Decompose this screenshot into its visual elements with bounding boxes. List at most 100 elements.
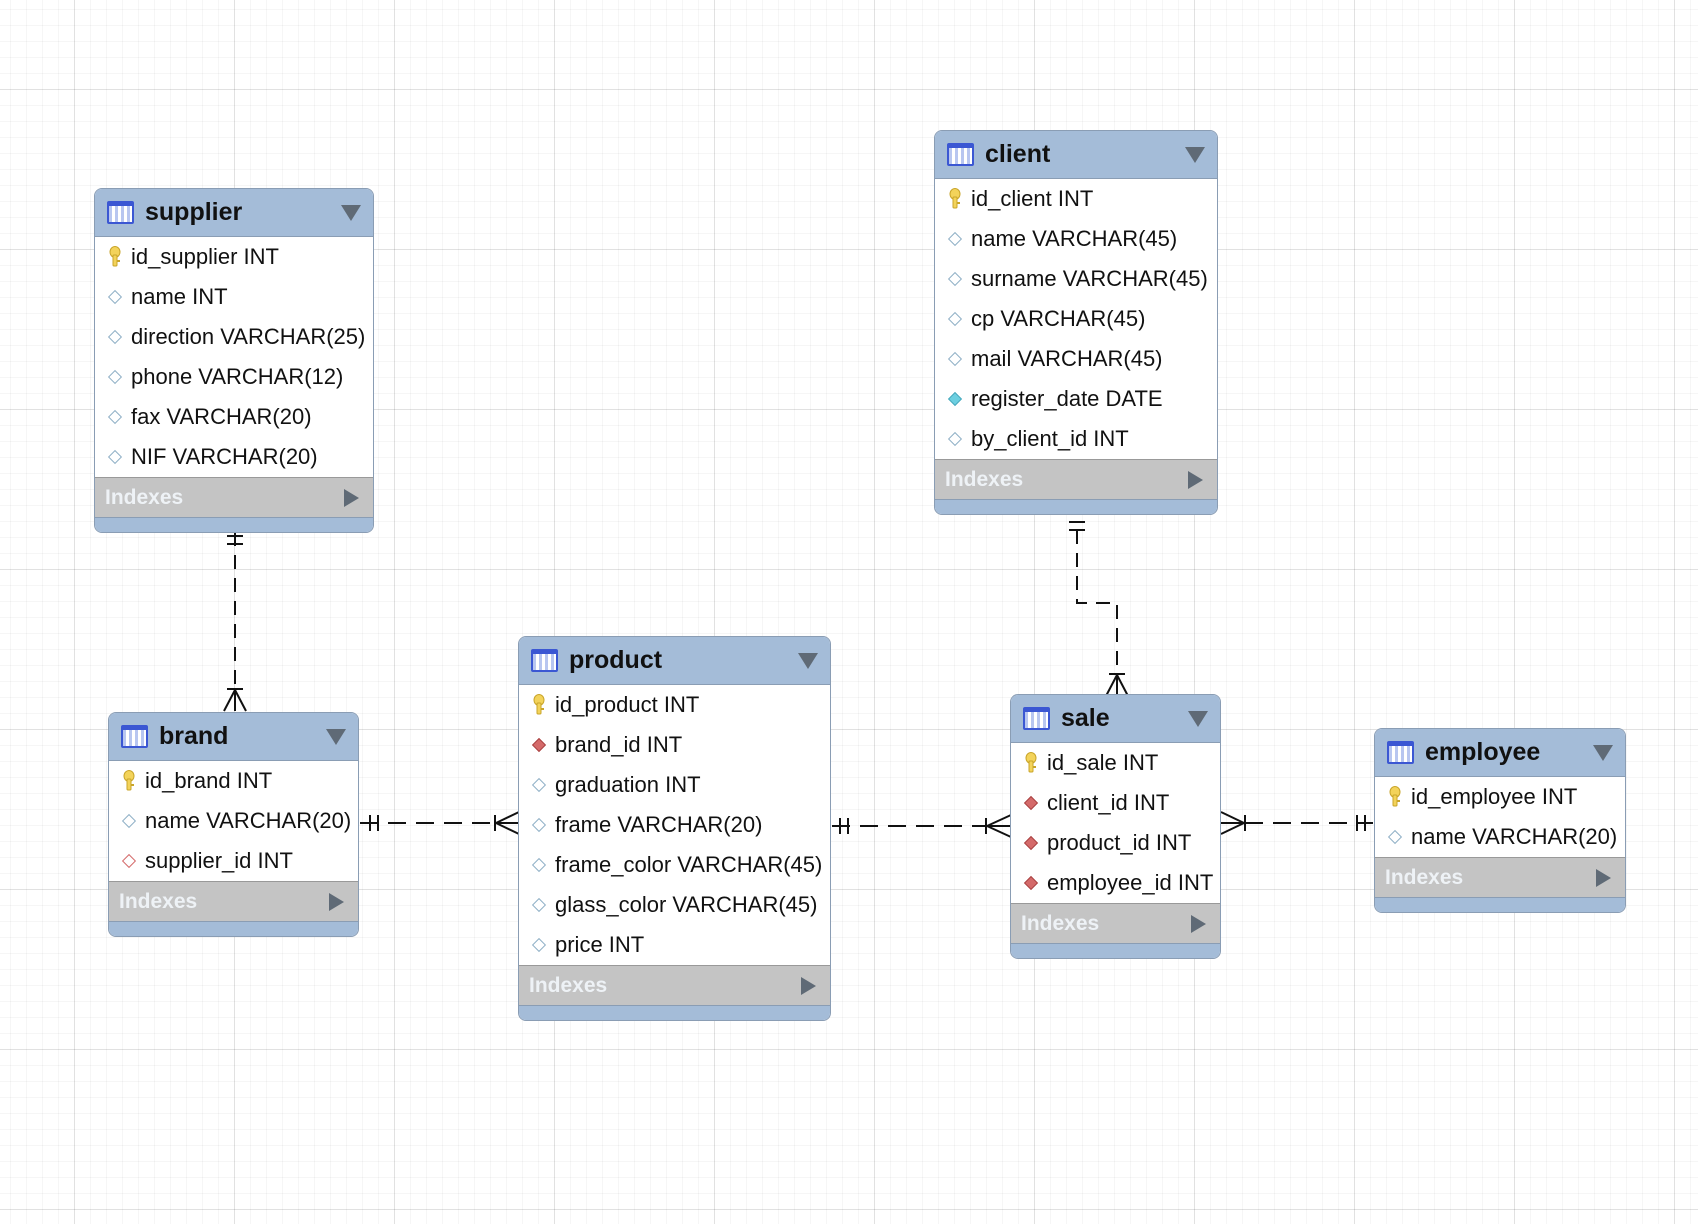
indexes-row[interactable]: Indexes — [109, 881, 358, 921]
table-header[interactable]: employee — [1375, 729, 1625, 777]
collapse-arrow-icon[interactable] — [798, 652, 818, 669]
expand-arrow-icon[interactable] — [1188, 470, 1203, 489]
field-row[interactable]: fax VARCHAR(20) — [95, 397, 373, 437]
indexes-label: Indexes — [1021, 911, 1100, 935]
field-row[interactable]: id_employee INT — [1375, 777, 1625, 817]
table-employee[interactable]: employee id_employee INT name VARCHAR(20)… — [1374, 728, 1626, 913]
indexes-label: Indexes — [529, 973, 608, 997]
relationship-product-sale[interactable] — [832, 814, 1012, 838]
collapse-arrow-icon[interactable] — [1185, 146, 1205, 163]
relationship-supplier-brand[interactable] — [223, 532, 247, 712]
field-row[interactable]: by_client_id INT — [935, 419, 1217, 459]
field-row[interactable]: id_brand INT — [109, 761, 358, 801]
field-row[interactable]: cp VARCHAR(45) — [935, 299, 1217, 339]
expand-arrow-icon[interactable] — [329, 892, 344, 911]
field-label: employee_id INT — [1047, 870, 1214, 895]
field-row[interactable]: NIF VARCHAR(20) — [95, 437, 373, 477]
indexes-row[interactable]: Indexes — [519, 965, 830, 1005]
diamond-icon — [105, 329, 125, 345]
indexes-row[interactable]: Indexes — [935, 459, 1217, 499]
field-row[interactable]: name INT — [95, 277, 373, 317]
field-label: frame VARCHAR(20) — [555, 812, 763, 837]
collapse-arrow-icon[interactable] — [326, 728, 346, 745]
field-label: graduation INT — [555, 772, 701, 797]
field-row[interactable]: id_product INT — [519, 685, 830, 725]
diamond-icon — [105, 449, 125, 465]
diamond-icon — [1385, 829, 1405, 845]
field-row[interactable]: price INT — [519, 925, 830, 965]
indexes-row[interactable]: Indexes — [1375, 857, 1625, 897]
field-row[interactable]: register_date DATE — [935, 379, 1217, 419]
collapse-arrow-icon[interactable] — [341, 204, 361, 221]
field-row[interactable]: employee_id INT — [1011, 863, 1220, 903]
field-row[interactable]: direction VARCHAR(25) — [95, 317, 373, 357]
relationship-employee-sale[interactable] — [1220, 811, 1373, 835]
red-diamond-icon — [1021, 795, 1041, 811]
field-row[interactable]: frame_color VARCHAR(45) — [519, 845, 830, 885]
field-label: supplier_id INT — [145, 848, 293, 873]
field-row[interactable]: brand_id INT — [519, 725, 830, 765]
diamond-icon — [945, 271, 965, 287]
expand-arrow-icon[interactable] — [801, 976, 816, 995]
field-row[interactable]: mail VARCHAR(45) — [935, 339, 1217, 379]
table-brand[interactable]: brand id_brand INT name VARCHAR(20) suppli… — [108, 712, 359, 937]
table-footer — [109, 921, 358, 936]
diamond-icon — [529, 937, 549, 953]
field-row[interactable]: id_sale INT — [1011, 743, 1220, 783]
table-icon — [1023, 707, 1050, 730]
collapse-arrow-icon[interactable] — [1188, 710, 1208, 727]
field-label: NIF VARCHAR(20) — [131, 444, 318, 469]
indexes-label: Indexes — [119, 889, 198, 913]
diamond-icon — [529, 857, 549, 873]
table-footer — [95, 517, 373, 532]
field-row[interactable]: phone VARCHAR(12) — [95, 357, 373, 397]
relationship-brand-product[interactable] — [360, 811, 520, 835]
table-header[interactable]: product — [519, 637, 830, 685]
filled-cyan-diamond-icon — [945, 391, 965, 407]
field-row[interactable]: glass_color VARCHAR(45) — [519, 885, 830, 925]
table-client[interactable]: client id_client INT name VARCHAR(45) surn… — [934, 130, 1218, 515]
field-row[interactable]: frame VARCHAR(20) — [519, 805, 830, 845]
table-icon — [531, 649, 558, 672]
field-row[interactable]: name VARCHAR(20) — [109, 801, 358, 841]
field-label: name VARCHAR(20) — [1411, 824, 1618, 849]
table-footer — [1375, 897, 1625, 912]
field-list: id_brand INT name VARCHAR(20) supplier_id … — [109, 761, 358, 881]
field-row[interactable]: surname VARCHAR(45) — [935, 259, 1217, 299]
red-diamond-icon — [1021, 835, 1041, 851]
key-icon — [1021, 752, 1041, 774]
field-label: cp VARCHAR(45) — [971, 306, 1146, 331]
indexes-row[interactable]: Indexes — [95, 477, 373, 517]
expand-arrow-icon[interactable] — [1191, 914, 1206, 933]
field-list: id_employee INT name VARCHAR(20) — [1375, 777, 1625, 857]
table-header[interactable]: sale — [1011, 695, 1220, 743]
diamond-icon — [945, 311, 965, 327]
field-row[interactable]: graduation INT — [519, 765, 830, 805]
expand-arrow-icon[interactable] — [1596, 868, 1611, 887]
field-row[interactable]: name VARCHAR(45) — [935, 219, 1217, 259]
field-row[interactable]: client_id INT — [1011, 783, 1220, 823]
table-title: sale — [1061, 704, 1110, 732]
field-label: name VARCHAR(45) — [971, 226, 1178, 251]
diamond-icon — [945, 231, 965, 247]
field-row[interactable]: name VARCHAR(20) — [1375, 817, 1625, 857]
table-header[interactable]: brand — [109, 713, 358, 761]
field-label: name VARCHAR(20) — [145, 808, 352, 833]
field-row[interactable]: supplier_id INT — [109, 841, 358, 881]
key-icon — [529, 694, 549, 716]
field-row[interactable]: product_id INT — [1011, 823, 1220, 863]
indexes-row[interactable]: Indexes — [1011, 903, 1220, 943]
expand-arrow-icon[interactable] — [344, 488, 359, 507]
field-row[interactable]: id_client INT — [935, 179, 1217, 219]
field-row[interactable]: id_supplier INT — [95, 237, 373, 277]
relationship-client-sale[interactable] — [1069, 521, 1129, 697]
key-icon — [105, 246, 125, 268]
red-outline-diamond-icon — [119, 853, 139, 869]
table-header[interactable]: supplier — [95, 189, 373, 237]
red-diamond-icon — [529, 737, 549, 753]
table-header[interactable]: client — [935, 131, 1217, 179]
collapse-arrow-icon[interactable] — [1593, 744, 1613, 761]
